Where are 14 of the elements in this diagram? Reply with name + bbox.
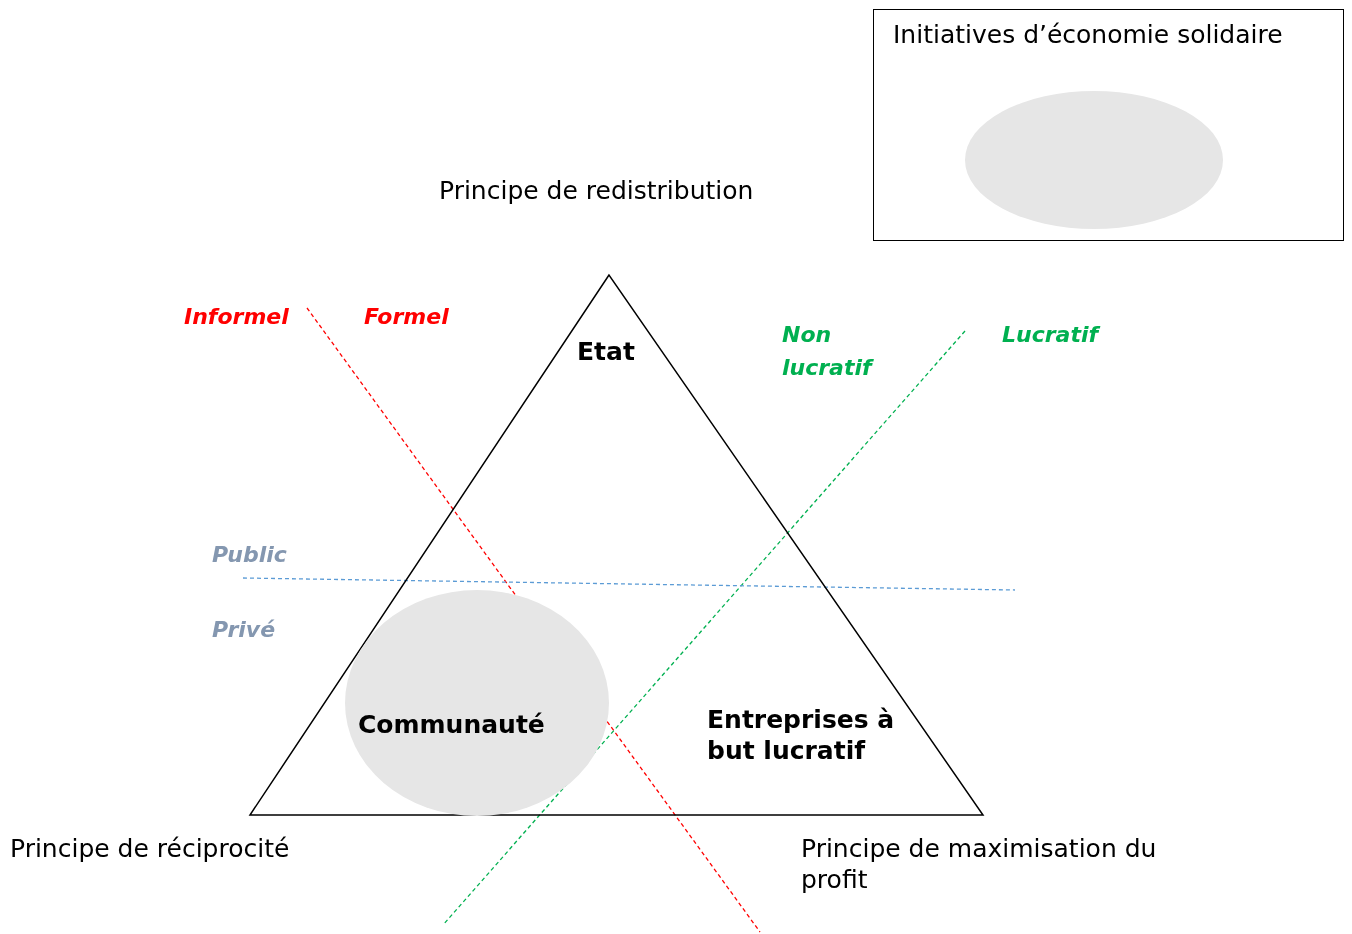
legend-title: Initiatives d’économie solidaire	[893, 20, 1283, 49]
zone-label: Public	[212, 541, 288, 569]
principle-label: Principe de redistribution	[439, 175, 755, 207]
corner-label: Etat	[577, 336, 636, 368]
principle-label: Principe de maximisation du profit	[801, 833, 1158, 896]
corner-label: Entreprises à but lucratif	[707, 704, 896, 767]
corner-label: Communauté	[358, 709, 545, 741]
zone-label: Lucratif	[1002, 321, 1102, 349]
legend-box	[873, 9, 1344, 241]
zone-label: Informel	[184, 303, 290, 331]
zone-label: Formel	[364, 303, 450, 331]
zone-label: Non lucratif	[782, 321, 872, 382]
zone-label: Privé	[212, 616, 277, 644]
principle-label: Principe de réciprocité	[10, 833, 291, 865]
